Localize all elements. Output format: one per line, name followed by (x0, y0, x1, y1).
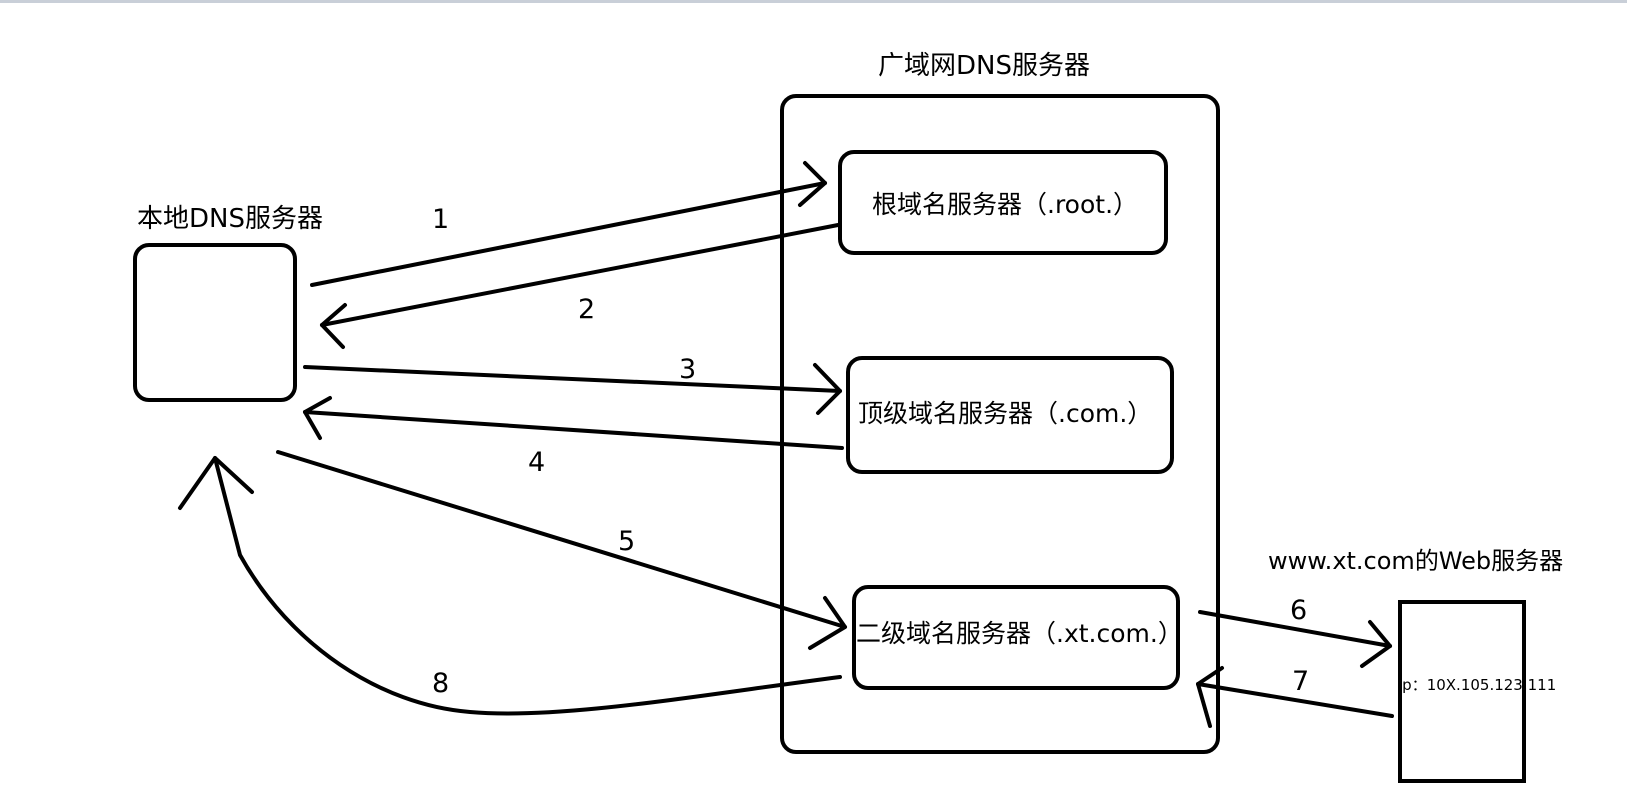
step-label-1: 1 (432, 204, 450, 235)
root-server-box (838, 150, 1168, 255)
arrow-5 (276, 450, 847, 629)
arrow-5-head (808, 596, 847, 650)
arrow-1-head (798, 161, 827, 207)
step-label-8: 8 (432, 668, 450, 699)
wan-dns-server-title: 广域网DNS服务器 (878, 51, 1090, 81)
step-label-4: 4 (528, 447, 546, 478)
wan-dns-server-container (780, 94, 1220, 754)
arrow-3-head (813, 363, 842, 415)
second-level-server-label: 二级域名服务器（.xt.com.） (856, 619, 1183, 648)
arrow-6 (1198, 610, 1392, 648)
arrow-6-head (1360, 620, 1392, 668)
arrow-3 (303, 365, 842, 393)
tld-server-box (846, 356, 1174, 474)
arrow-7-head (1196, 666, 1224, 728)
local-dns-server-box (133, 243, 297, 402)
step-label-5: 5 (618, 526, 636, 557)
step-label-3: 3 (679, 354, 697, 385)
arrow-4-head (303, 396, 332, 440)
root-server-label: 根域名服务器（.root.） (872, 190, 1139, 219)
local-dns-server-title: 本地DNS服务器 (137, 204, 323, 234)
web-server-box (1398, 600, 1526, 783)
arrow-2 (320, 223, 840, 327)
arrow-8 (213, 456, 842, 716)
step-label-2: 2 (578, 294, 596, 325)
web-server-ip: ip：10X.105.123.111 (1398, 676, 1557, 694)
step-label-6: 6 (1290, 595, 1308, 626)
arrow-4 (303, 410, 844, 450)
arrow-8-head (178, 456, 254, 510)
step-label-7: 7 (1292, 666, 1310, 697)
tld-server-label: 顶级域名服务器（.com.） (858, 399, 1153, 428)
arrow-2-head (320, 303, 347, 349)
arrow-7 (1196, 682, 1394, 718)
second-level-server-box (852, 585, 1180, 690)
window-top-border (0, 0, 1627, 3)
web-server-title: www.xt.com的Web服务器 (1268, 547, 1564, 575)
arrow-1 (310, 181, 827, 287)
